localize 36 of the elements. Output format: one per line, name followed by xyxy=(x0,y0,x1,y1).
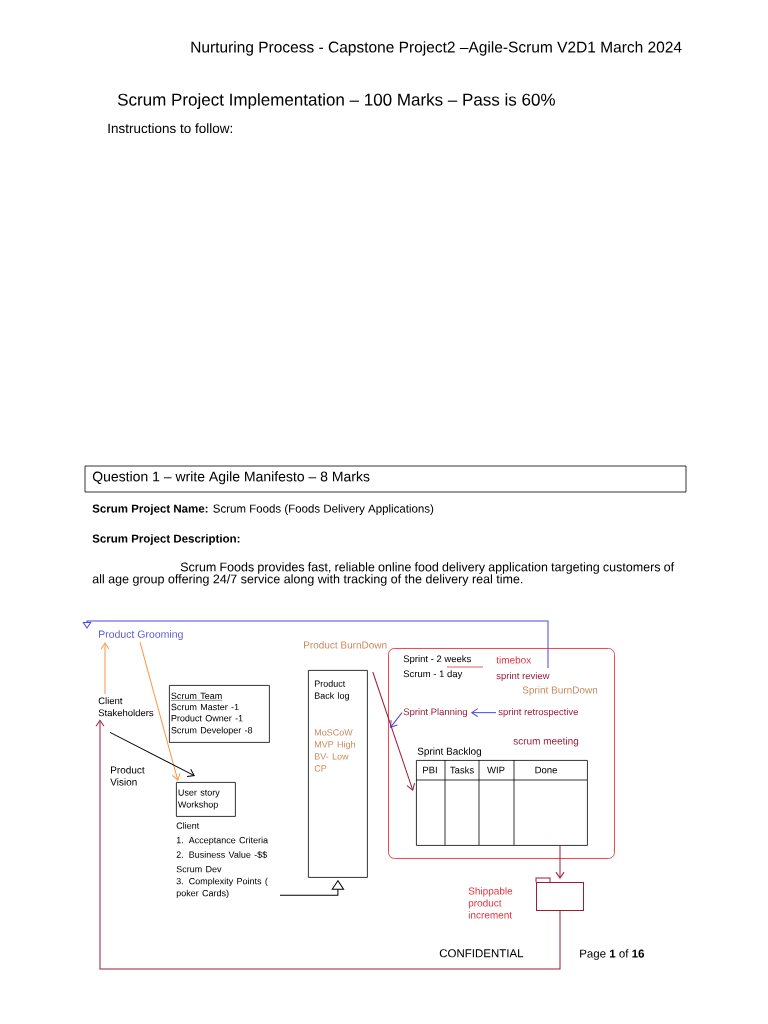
backlog-box: Product Back log MoSCoW MVP High BV- Low CP xyxy=(308,670,368,878)
arrow xyxy=(100,642,110,695)
arrow xyxy=(471,708,497,718)
flow-label: Product Grooming xyxy=(99,630,183,640)
team-box: Scrum Team Scrum Master -1 Product Owner -1 Scrum Developer -8 xyxy=(169,685,270,743)
question-box: Question 1 – write Agile Manifesto – 8 Marks xyxy=(84,465,687,493)
stakeholder-label: Client Stakeholders xyxy=(98,697,154,717)
edge-label: Product Vision xyxy=(110,766,151,786)
workshop-box: User story Workshop xyxy=(176,782,236,817)
sprint-event-label: Sprint Planning xyxy=(403,708,467,718)
annotation-label: scrum meeting xyxy=(513,737,579,747)
arrow xyxy=(95,719,561,970)
page-header: Nurturing Process - Capstone Project2 –Agile-Scrum V2D1 March 2024 xyxy=(191,41,682,56)
page-number: Page 1 of 16 xyxy=(580,949,644,960)
description-paragraph: Scrum Foods provides fast, reliable online food delivery application targeting customers of all age group offering 24/7 service along with tracking of the delivery real time. xyxy=(92,562,675,586)
section-heading: Scrum Project Description: xyxy=(92,534,240,545)
arrow xyxy=(139,641,181,781)
criteria-list: Client 1. Acceptance Criteria 2. Business Value -$$ Scrum Dev 3. Complexity Points ( poker Cards) xyxy=(176,822,269,899)
arrow xyxy=(82,620,549,669)
arrow xyxy=(555,845,565,879)
backlog-table: Sprint Backlog PBI Tasks WIP Done xyxy=(415,747,588,846)
arrow xyxy=(109,731,195,777)
arrow xyxy=(372,671,416,791)
footer-text: CONFIDENTIAL xyxy=(439,949,524,958)
annotation-label: timebox xyxy=(496,656,532,664)
node-label: Sprint Backlog xyxy=(417,747,482,757)
page-title: Scrum Project Implementation – 100 Marks – Pass is 60% xyxy=(117,93,555,110)
arrow xyxy=(390,712,403,728)
project-name-text: Scrum Project Name: Scrum Foods (Foods Delivery Applications) xyxy=(92,504,434,515)
sprint-event-label: sprint review xyxy=(496,672,550,682)
instruction-text: Instructions to follow: xyxy=(108,123,232,134)
annotation-label: Shippable product increment xyxy=(468,887,513,919)
sprint-event-label: sprint retrospective xyxy=(498,708,578,718)
annotation-label: Product BurnDown xyxy=(304,641,387,649)
annotation-label: Sprint BurnDown xyxy=(522,686,598,696)
arrow xyxy=(279,880,345,896)
